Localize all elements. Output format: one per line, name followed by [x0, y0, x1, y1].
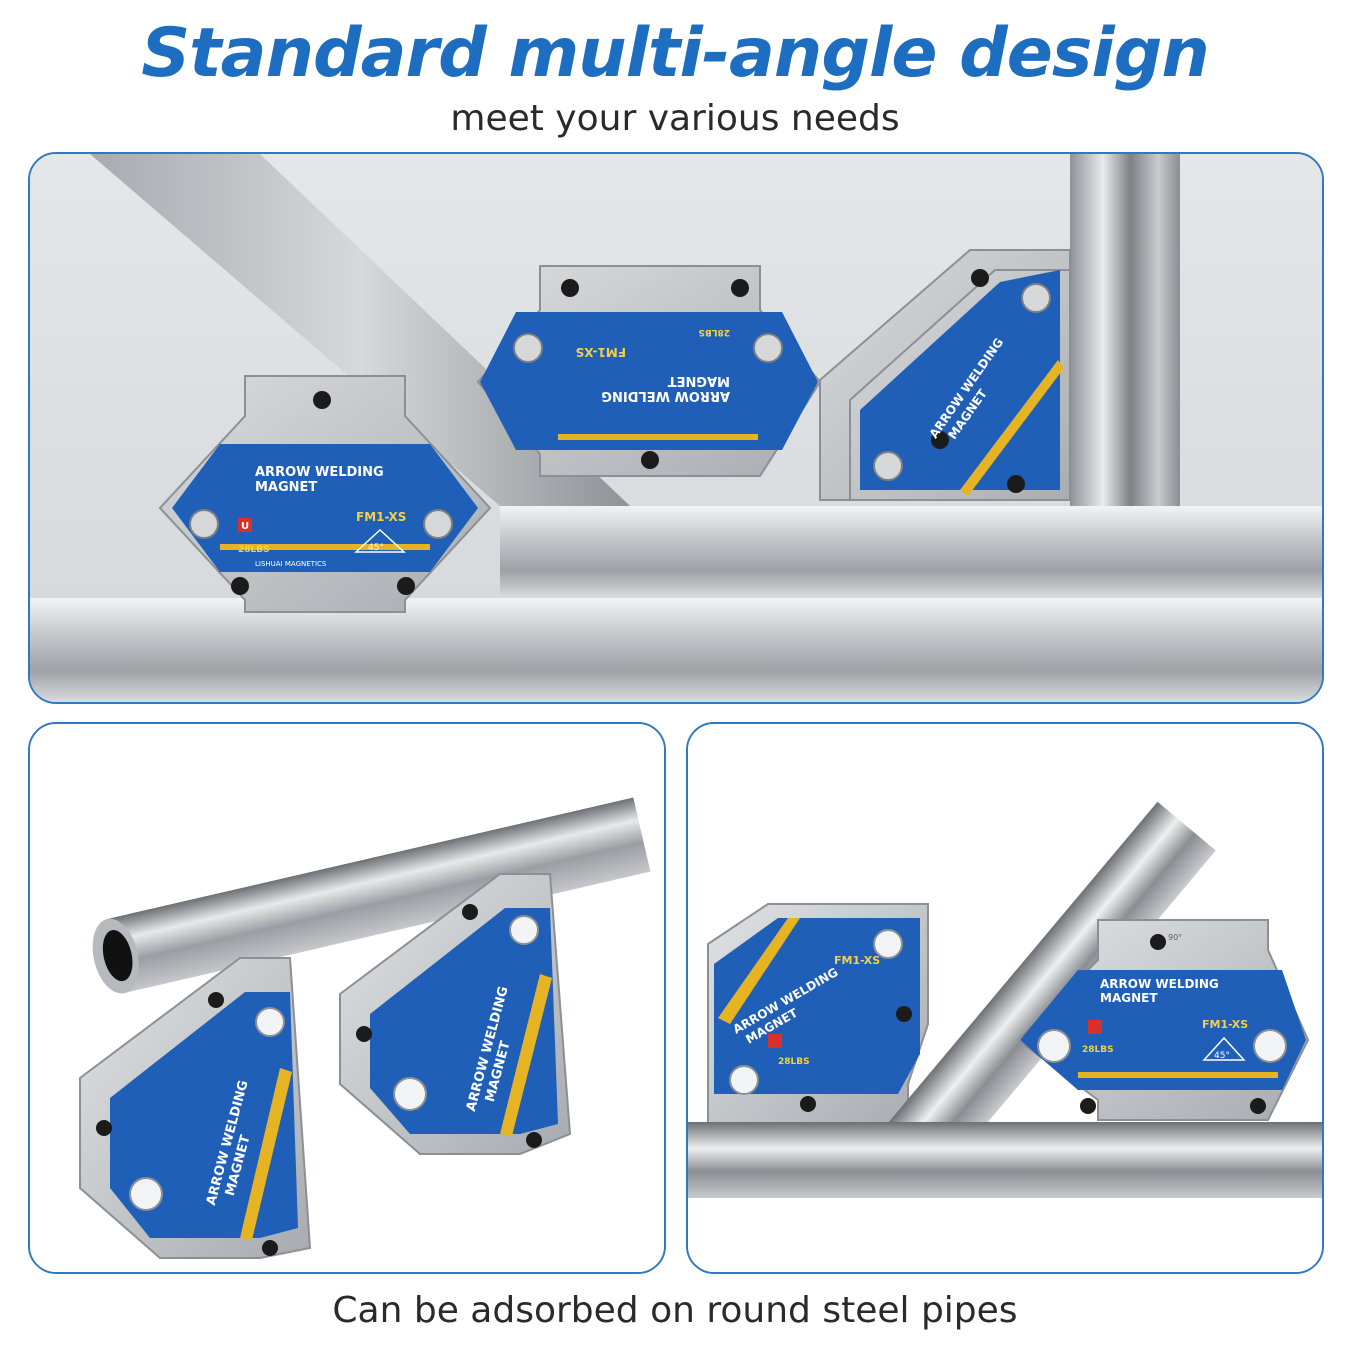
magnet-capacity: 28LBS: [698, 327, 730, 337]
magnet-logo-icon: [768, 1034, 782, 1048]
magnet-brand-line2: MAGNET: [1100, 991, 1158, 1005]
magnet-brand-line2: MAGNET: [668, 373, 730, 388]
frame-welding-scene: ARROW WELDING MAGNET FM1-XS 28LBS U 45° …: [30, 154, 1322, 702]
magnet-brand-line1: ARROW WELDING: [1100, 977, 1219, 991]
vertical-steel-bar: [1070, 154, 1180, 506]
magnet-logo-icon: [238, 518, 252, 532]
magnet-capacity: 28LBS: [1082, 1045, 1114, 1055]
magnet-model: FM1-XS: [576, 345, 626, 359]
angle-45-icon: [354, 528, 406, 553]
steel-pipe-diagonal: [874, 801, 1216, 1188]
magnet-logo-icon: [1088, 1020, 1102, 1034]
magnet-angle-label: 45°: [368, 543, 384, 553]
pipe-scene-left: ARROW WELDING MAGNET ARROW WELDING MAGNE…: [30, 724, 664, 1272]
magnet-capacity: 28LBS: [778, 1057, 810, 1067]
magnet-model: FM1-XS: [834, 954, 880, 967]
diagonal-steel-bar: [90, 154, 630, 506]
headline: Standard multi-angle design: [141, 14, 1210, 93]
subheadline: meet your various needs: [450, 98, 900, 139]
panel-pipe-magnets-left: ARROW WELDING MAGNET ARROW WELDING MAGNE…: [28, 722, 666, 1274]
magnet-angle-label: 45°: [1214, 1051, 1230, 1061]
magnet-brand-line1: ARROW WELDING: [601, 388, 730, 403]
magnet-on-pipe-b: ARROW WELDING MAGNET: [339, 873, 572, 1155]
magnet-maker: LISHUAI MAGNETICS: [255, 560, 327, 568]
magnet-model: FM1-XS: [356, 510, 406, 524]
panel-frame-welding: ARROW WELDING MAGNET FM1-XS 28LBS U 45° …: [28, 152, 1324, 704]
horizontal-steel-bar: [500, 506, 1322, 598]
panel-pipe-magnets-right: ARROW WELDING MAGNET FM1-XS 28LBS ARROW …: [686, 722, 1324, 1274]
steel-pipe: [92, 797, 651, 994]
magnet-on-pipe-a: ARROW WELDING MAGNET: [79, 957, 312, 1259]
magnet-brand-line1: ARROW WELDING: [255, 465, 384, 480]
magnet-capacity: 28LBS: [238, 545, 270, 555]
magnet-stripe: [220, 544, 430, 550]
magnet-right: ARROW WELDING MAGNET: [819, 249, 1071, 501]
steel-pipe-horizontal: [688, 1122, 1322, 1198]
magnet-right-panel-right: ARROW WELDING MAGNET FM1-XS 28LBS 45° 90…: [1016, 919, 1310, 1121]
angle-45-icon: [1202, 1036, 1246, 1061]
magnet-left: ARROW WELDING MAGNET FM1-XS 28LBS U 45° …: [158, 375, 492, 613]
magnet-model: FM1-XS: [1202, 1018, 1248, 1031]
magnet-right-panel-left: ARROW WELDING MAGNET FM1-XS 28LBS: [707, 903, 929, 1125]
magnet-logo-letter: U: [241, 521, 249, 532]
pipe-scene-right: ARROW WELDING MAGNET FM1-XS 28LBS ARROW …: [688, 724, 1322, 1272]
magnet-middle: ARROW WELDING MAGNET FM1-XS 28LBS: [476, 265, 822, 477]
magnet-angle-90-label: 90°: [1168, 933, 1182, 942]
magnet-brand-line2: MAGNET: [255, 480, 317, 495]
base-steel-bar: [30, 598, 1322, 702]
footer-caption: Can be adsorbed on round steel pipes: [332, 1290, 1018, 1331]
